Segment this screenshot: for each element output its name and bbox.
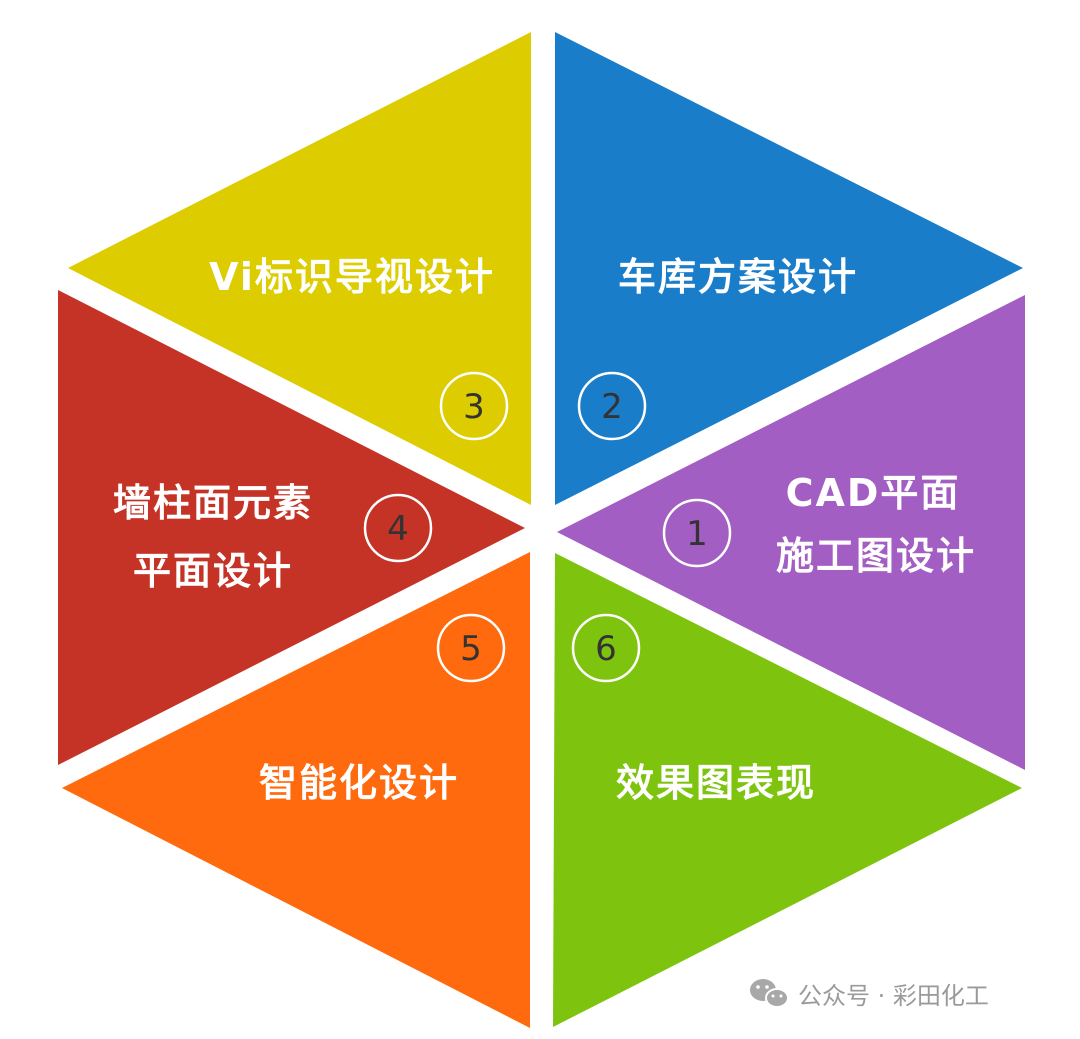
segment-4-label-line1: 墙柱面元素 [113,481,313,525]
segment-6-label: 效果图表现 [616,761,816,805]
segment-6-triangle [553,553,1022,1027]
segment-1-number-badge: 1 [662,498,732,568]
wechat-icon [750,979,789,1008]
segment-1-label-line1: CAD平面 [786,471,961,515]
segment-4-number-badge: 4 [363,493,433,563]
segment-4-label-line2: 平面设计 [133,549,293,593]
segment-3-label: Vi标识导视设计 [209,255,495,299]
watermark-text: 公众号 · 彩田化工 [798,982,989,1010]
segment-1-label-line2: 施工图设计 [776,534,976,578]
segment-4-triangle [58,290,525,765]
segment-1-triangle [557,295,1025,770]
segment-3-triangle [68,32,531,505]
segment-2-number-badge: 2 [577,371,647,441]
segment-5-number-badge: 5 [436,613,506,683]
segment-3-number-badge: 3 [439,371,509,441]
segment-1-number: 1 [686,514,708,554]
segment-5-triangle [62,552,530,1028]
segment-6-number-badge: 6 [571,613,641,683]
segment-4-number: 4 [387,509,409,549]
segment-2-triangle [555,32,1023,505]
segment-2-number: 2 [601,387,623,427]
watermark: 公众号 · 彩田化工 [750,979,989,1010]
segment-6-number: 6 [595,629,617,669]
segment-3-number: 3 [463,387,485,427]
segment-5-label: 智能化设计 [259,761,459,805]
segment-2-label: 车库方案设计 [618,255,858,299]
segment-5-number: 5 [460,629,482,669]
